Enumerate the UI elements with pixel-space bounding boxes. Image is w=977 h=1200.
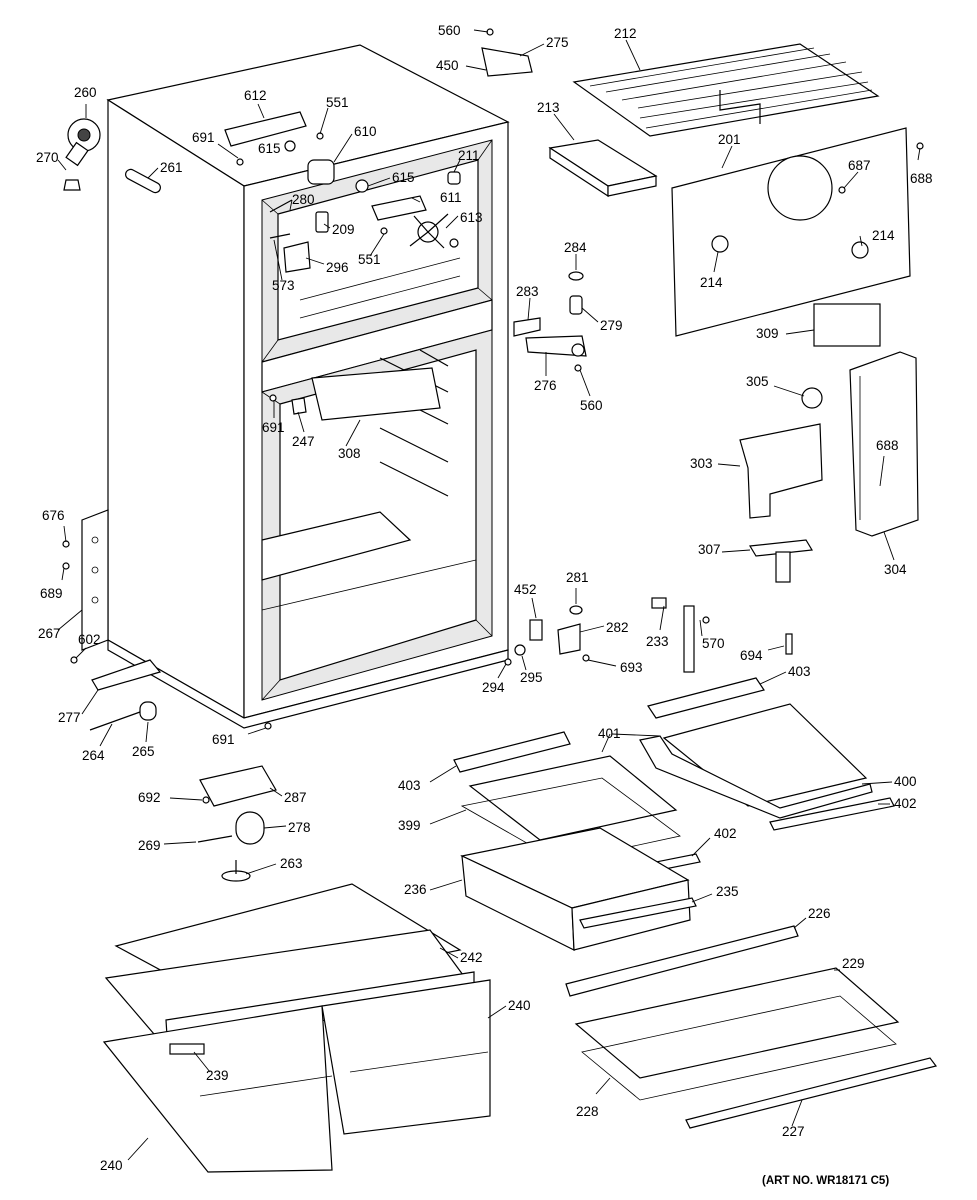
callout-277: 277 [58, 710, 81, 725]
callout-687: 687 [848, 158, 871, 173]
callout-280: 280 [292, 192, 315, 207]
callout-296: 296 [326, 260, 349, 275]
callout-265: 265 [132, 744, 155, 759]
cabinet-hardware [269, 28, 793, 673]
callout-615: 615 [258, 141, 281, 156]
callout-260: 260 [74, 85, 97, 100]
callout-691: 691 [192, 130, 215, 145]
art-number: (ART NO. WR18171 C5) [762, 1175, 889, 1187]
callout-401: 401 [598, 726, 621, 741]
callout-282: 282 [606, 620, 629, 635]
callout-227: 227 [782, 1124, 805, 1139]
callout-551: 551 [326, 95, 349, 110]
callout-295: 295 [520, 670, 543, 685]
callout-211: 211 [458, 148, 480, 163]
callout-610: 610 [354, 124, 377, 139]
callout-305: 305 [746, 374, 769, 389]
callout-269: 269 [138, 838, 161, 853]
callout-261: 261 [160, 160, 183, 175]
callout-229: 229 [842, 956, 865, 971]
callout-307: 307 [698, 542, 721, 557]
callout-201: 201 [718, 132, 741, 147]
callout-399: 399 [398, 818, 421, 833]
callout-283: 283 [516, 284, 539, 299]
callout-275: 275 [546, 35, 569, 50]
callout-694: 694 [740, 648, 763, 663]
left-side-parts [62, 118, 272, 731]
callout-214: 214 [700, 275, 723, 290]
callout-226: 226 [808, 906, 831, 921]
callout-240: 240 [100, 1158, 123, 1173]
crisper-cover-assembly [102, 883, 491, 1173]
callout-403: 403 [788, 664, 811, 679]
callout-278: 278 [288, 820, 311, 835]
callout-242: 242 [460, 950, 483, 965]
callout-551: 551 [358, 252, 381, 267]
callout-235: 235 [716, 884, 739, 899]
callout-264: 264 [82, 748, 105, 763]
callout-691: 691 [212, 732, 235, 747]
callout-294: 294 [482, 680, 505, 695]
ice-tray-213 [548, 139, 658, 198]
callout-267: 267 [38, 626, 61, 641]
callout-263: 263 [280, 856, 303, 871]
callout-689: 689 [40, 586, 63, 601]
callout-612: 612 [244, 88, 267, 103]
callout-615: 615 [392, 170, 415, 185]
callout-304: 304 [884, 562, 907, 577]
callout-692: 692 [138, 790, 161, 805]
callout-452: 452 [514, 582, 537, 597]
callout-214: 214 [872, 228, 895, 243]
callout-279: 279 [600, 318, 623, 333]
callout-403: 403 [398, 778, 421, 793]
callout-labels: 560 275 450 212 213 201 688 687 214 214 … [36, 23, 933, 1173]
callout-573: 573 [272, 278, 295, 293]
shelf-components [453, 677, 895, 951]
refrigerator-cabinet [81, 44, 510, 729]
label-309 [813, 303, 881, 347]
callout-276: 276 [534, 378, 557, 393]
callout-676: 676 [42, 508, 65, 523]
callout-611: 611 [440, 190, 462, 205]
callout-688: 688 [910, 171, 933, 186]
callout-281: 281 [566, 570, 589, 585]
callout-402: 402 [714, 826, 737, 841]
control-components [224, 111, 461, 273]
base-parts [197, 765, 277, 882]
callout-213: 213 [537, 100, 560, 115]
lower-shelf-components [565, 925, 938, 1129]
callout-688: 688 [876, 438, 899, 453]
callout-602: 602 [78, 632, 101, 647]
callout-400: 400 [894, 774, 917, 789]
callout-303: 303 [690, 456, 713, 471]
callout-560: 560 [580, 398, 603, 413]
callout-236: 236 [404, 882, 427, 897]
callout-287: 287 [284, 790, 307, 805]
callout-209: 209 [332, 222, 355, 237]
callout-693: 693 [620, 660, 643, 675]
callout-402: 402 [894, 796, 917, 811]
callout-309: 309 [756, 326, 779, 341]
callout-228: 228 [576, 1104, 599, 1119]
callout-284: 284 [564, 240, 587, 255]
air-duct-304 [739, 351, 919, 583]
callout-270: 270 [36, 150, 59, 165]
callout-560: 560 [438, 23, 461, 38]
callout-240: 240 [508, 998, 531, 1013]
freezer-shelf-212 [572, 43, 880, 137]
callout-308: 308 [338, 446, 361, 461]
leader-lines [57, 29, 921, 1161]
callout-247: 247 [292, 434, 315, 449]
callout-233: 233 [646, 634, 669, 649]
callout-212: 212 [614, 26, 637, 41]
callout-239: 239 [206, 1068, 229, 1083]
callout-570: 570 [702, 636, 725, 651]
callout-613: 613 [460, 210, 483, 225]
callout-691: 691 [262, 420, 285, 435]
callout-450: 450 [436, 58, 459, 73]
